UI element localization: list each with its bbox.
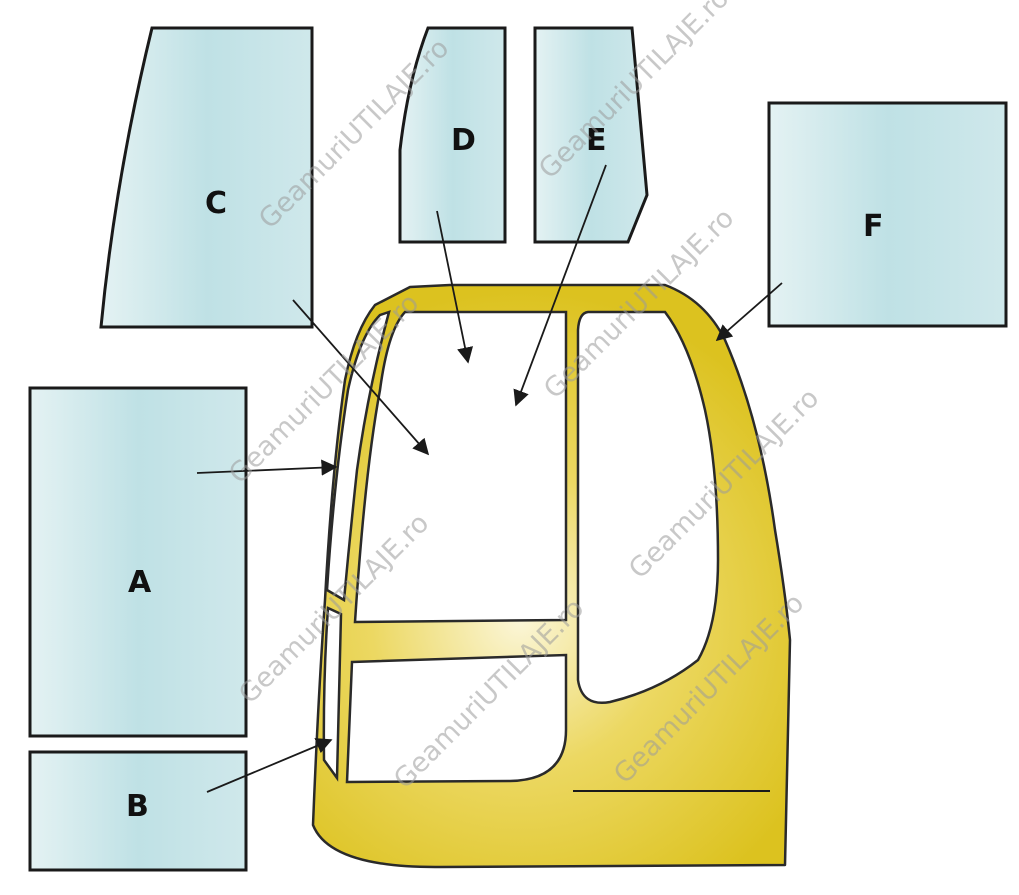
left-lower-strip-opening (322, 606, 343, 782)
side-door-window-opening (576, 310, 720, 704)
panel-f-label: F (863, 209, 884, 244)
panel-e: E (533, 26, 649, 244)
panel-d-label: D (451, 123, 476, 158)
arrow-d (436, 210, 474, 364)
left-upper-strip-opening (325, 310, 391, 603)
panel-b-label: B (126, 789, 149, 824)
panel-e-label: E (586, 123, 607, 158)
arrow-e (513, 164, 607, 407)
panel-c: C (99, 26, 314, 329)
front-upper-window-opening (353, 310, 568, 624)
panel-a-glass (28, 386, 248, 738)
arrow-c (292, 299, 430, 456)
panel-c-label: C (205, 186, 227, 221)
leader-arrows (196, 164, 783, 793)
panel-f: F (767, 101, 1008, 328)
panel-b: B (28, 750, 248, 872)
arrow-b (206, 738, 333, 793)
front-lower-window-opening (345, 653, 568, 784)
panel-d: D (398, 26, 507, 244)
panel-b-glass (28, 750, 248, 872)
panel-c-glass (99, 26, 314, 329)
arrow-a (196, 459, 338, 476)
excavator-cab (311, 283, 792, 869)
panel-f-glass (767, 101, 1008, 328)
panel-a: A (28, 386, 248, 738)
panel-d-glass (398, 26, 507, 244)
panel-e-glass (533, 26, 649, 244)
panel-a-label: A (128, 565, 152, 600)
arrow-f (715, 282, 783, 342)
